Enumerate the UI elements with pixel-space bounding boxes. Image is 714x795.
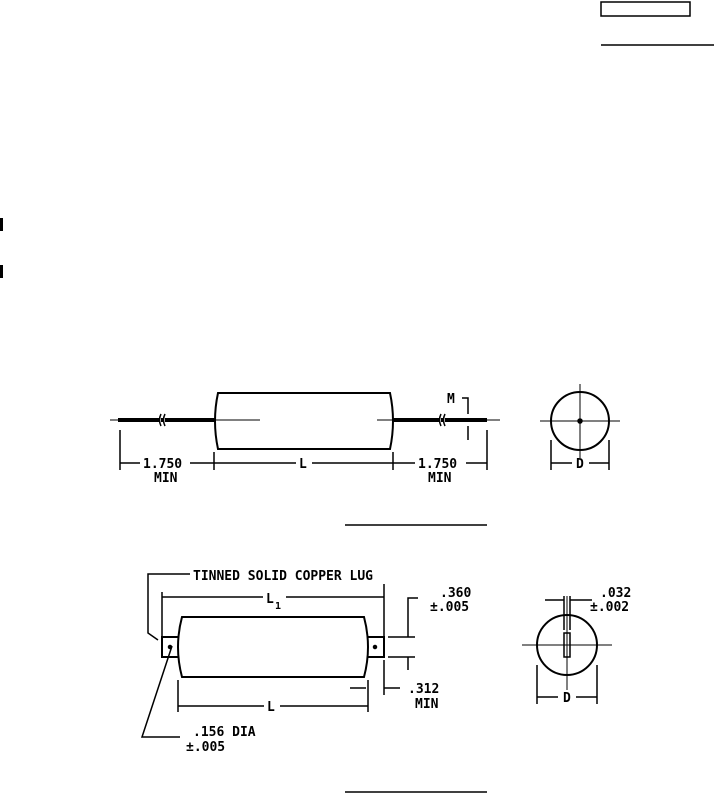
body-length-label: L (267, 700, 275, 715)
slot-width-tol: ±.002 (590, 600, 629, 615)
lead-length-right-note: MIN (428, 471, 452, 486)
overall-length-sub: 1 (275, 601, 281, 612)
lead-length-left: 1.750 (143, 457, 182, 472)
lead-length-right: 1.750 (418, 457, 457, 472)
lead-dim-label: M (447, 392, 455, 407)
lug-length-note: MIN (415, 697, 439, 712)
change-bar (0, 265, 3, 278)
break-marks (158, 413, 446, 427)
overall-length-label: L (266, 592, 274, 607)
lug-slot (563, 632, 571, 658)
figure-2-lug-capacitor: TINNED SOLID COPPER LUG L 1 .360 ±.005 .… (140, 569, 631, 755)
header-box (600, 1, 691, 17)
diameter-label: D (576, 457, 584, 472)
lug-width-tol: ±.005 (430, 600, 469, 615)
lug-length: .312 (408, 682, 439, 697)
figure-1-axial-capacitor: M 1.750 MIN L 1.750 MIN D (110, 384, 620, 486)
diameter-label: D (563, 691, 571, 706)
hole-dia-tol: ±.005 (186, 740, 225, 755)
slot-width: .032 (600, 586, 631, 601)
lug-callout: TINNED SOLID COPPER LUG (193, 569, 373, 584)
lug-width: .360 (440, 586, 471, 601)
change-bar (0, 218, 3, 231)
lead-length-left-note: MIN (154, 471, 178, 486)
capacitor-body (177, 616, 369, 678)
capacitor-body (214, 392, 394, 450)
hole-dia: .156 DIA (193, 725, 256, 740)
body-length-label: L (299, 457, 307, 472)
